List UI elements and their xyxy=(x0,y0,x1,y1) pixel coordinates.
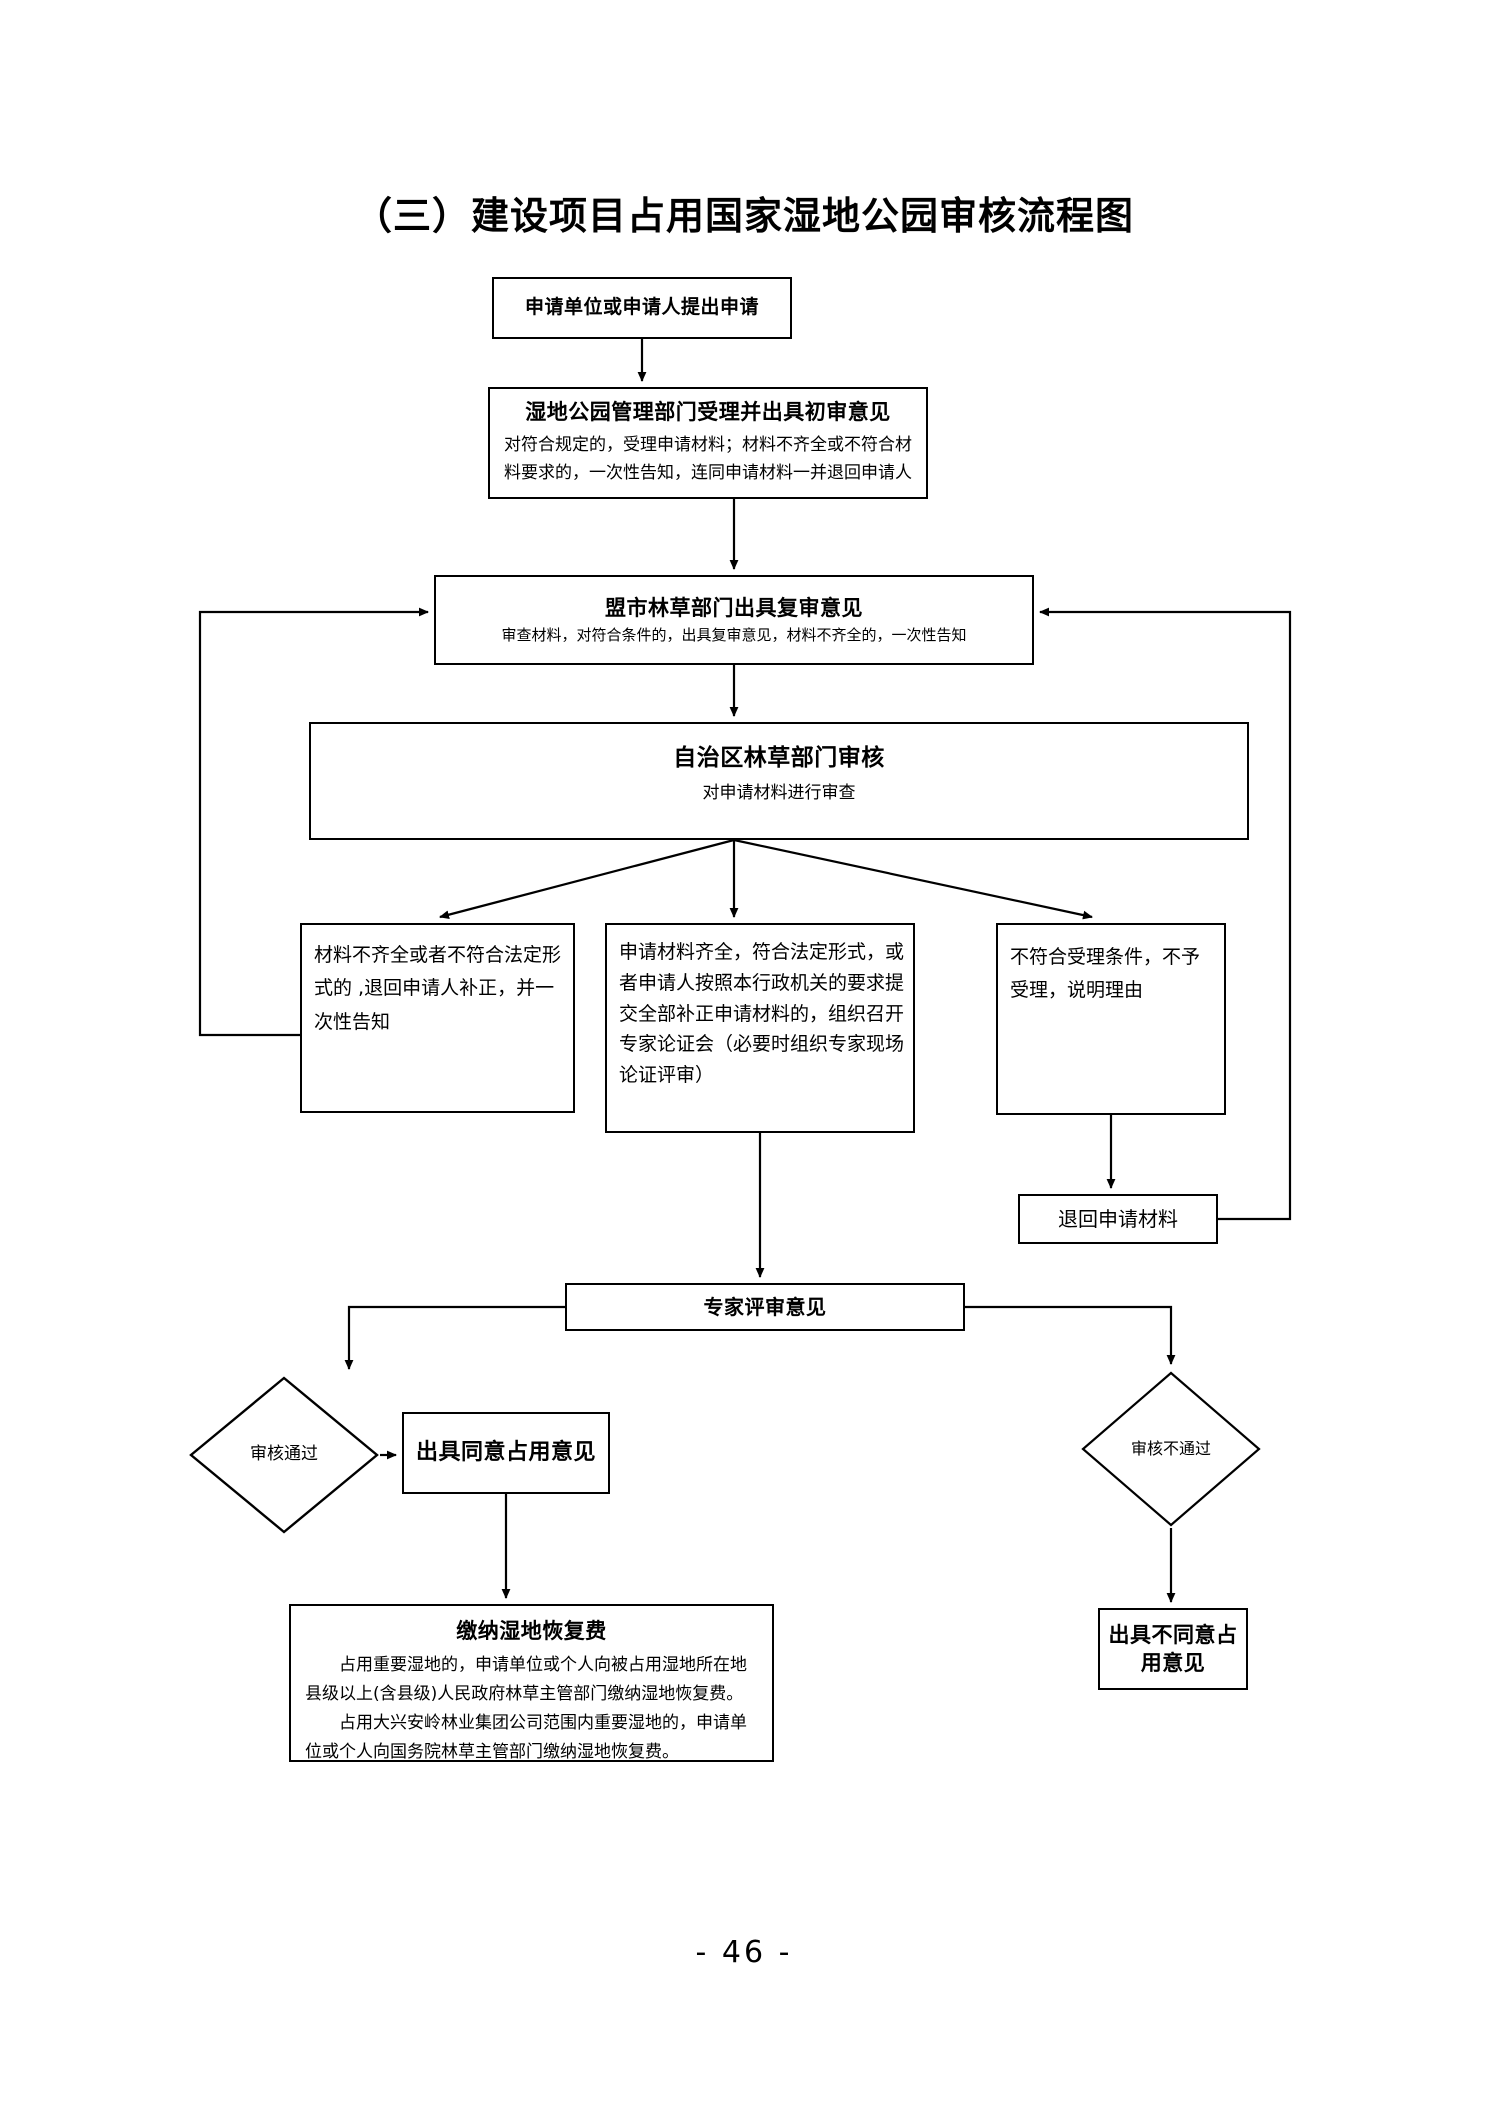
node-branch-incomplete-detail: 材料不齐全或者不符合法定形式的 ,退回申请人补正，并一次性告知 xyxy=(314,944,562,1033)
node-apply-title: 申请单位或申请人提出申请 xyxy=(524,296,759,319)
node-branch-complete-detail: 申请材料齐全，符合法定形式，或者申请人按照本行政机关的要求提交全部补正申请材料的… xyxy=(619,941,905,1087)
decision-fail: 审核不通过 xyxy=(1080,1370,1262,1528)
node-branch-complete: 申请材料齐全，符合法定形式，或者申请人按照本行政机关的要求提交全部补正申请材料的… xyxy=(605,923,915,1133)
node-issue-agree-title: 出具同意占用意见 xyxy=(415,1440,596,1466)
node-branch-reject-detail: 不符合受理条件，不予受理，说明理由 xyxy=(1010,946,1201,1002)
node-city-review-title: 盟市林草部门出具复审意见 xyxy=(605,595,863,620)
node-expert-opinion: 专家评审意见 xyxy=(565,1283,965,1331)
node-region-review-title: 自治区林草部门审核 xyxy=(673,745,885,771)
node-region-review-detail: 对申请材料进行审查 xyxy=(702,783,856,804)
node-pay-fee-para1: 占用重要湿地的，申请单位或个人向被占用湿地所在地县级以上(含县级)人民政府林草主… xyxy=(305,1655,747,1705)
node-expert-opinion-title: 专家评审意见 xyxy=(703,1294,827,1319)
node-apply: 申请单位或申请人提出申请 xyxy=(492,277,792,339)
node-city-review: 盟市林草部门出具复审意见 审查材料，对符合条件的，出具复审意见，材料不齐全的，一… xyxy=(434,575,1034,665)
decision-pass: 审核通过 xyxy=(188,1375,380,1535)
node-wetland-review-title: 湿地公园管理部门受理并出具初审意见 xyxy=(525,399,891,424)
node-branch-incomplete: 材料不齐全或者不符合法定形式的 ,退回申请人补正，并一次性告知 xyxy=(300,923,575,1113)
decision-pass-shape xyxy=(189,1376,379,1534)
node-issue-disagree-title: 出具不同意占用意见 xyxy=(1108,1622,1238,1675)
arrow-expert-to-fail xyxy=(965,1305,1176,1365)
page-title: （三）建设项目占用国家湿地公园审核流程图 xyxy=(353,194,1134,238)
node-wetland-review-detail: 对符合规定的，受理申请材料；材料不齐全或不符合材料要求的，一次性告知，连同申请材… xyxy=(504,435,912,484)
node-issue-agree: 出具同意占用意见 xyxy=(402,1412,610,1494)
arrow-expert-to-pass xyxy=(344,1305,565,1370)
node-pay-fee-para2: 占用大兴安岭林业集团公司范围内重要湿地的，申请单位或个人向国务院林草主管部门缴纳… xyxy=(305,1713,747,1763)
node-issue-disagree: 出具不同意占用意见 xyxy=(1098,1608,1248,1690)
node-branch-reject: 不符合受理条件，不予受理，说明理由 xyxy=(996,923,1226,1115)
decision-fail-shape xyxy=(1081,1371,1261,1527)
node-pay-fee-title: 缴纳湿地恢复费 xyxy=(456,1619,607,1643)
node-wetland-review: 湿地公园管理部门受理并出具初审意见 对符合规定的，受理申请材料；材料不齐全或不符… xyxy=(488,387,928,499)
node-pay-fee: 缴纳湿地恢复费 占用重要湿地的，申请单位或个人向被占用湿地所在地县级以上(含县级… xyxy=(289,1604,774,1762)
decision-fail-label: 审核不通过 xyxy=(1130,1439,1211,1458)
arrow-return-loop-to-city xyxy=(1039,607,1292,1221)
node-return-materials-label: 退回申请材料 xyxy=(1058,1206,1178,1231)
node-return-materials: 退回申请材料 xyxy=(1018,1194,1218,1244)
arrow-region-to-incomplete xyxy=(439,838,735,919)
page-number: - 46 - xyxy=(695,1935,793,1970)
arrow-region-to-reject xyxy=(733,838,1093,920)
node-city-review-detail: 审查材料，对符合条件的，出具复审意见，材料不齐全的，一次性告知 xyxy=(501,626,967,645)
decision-pass-label: 审核通过 xyxy=(250,1444,318,1465)
node-region-review: 自治区林草部门审核 对申请材料进行审查 xyxy=(309,722,1249,840)
